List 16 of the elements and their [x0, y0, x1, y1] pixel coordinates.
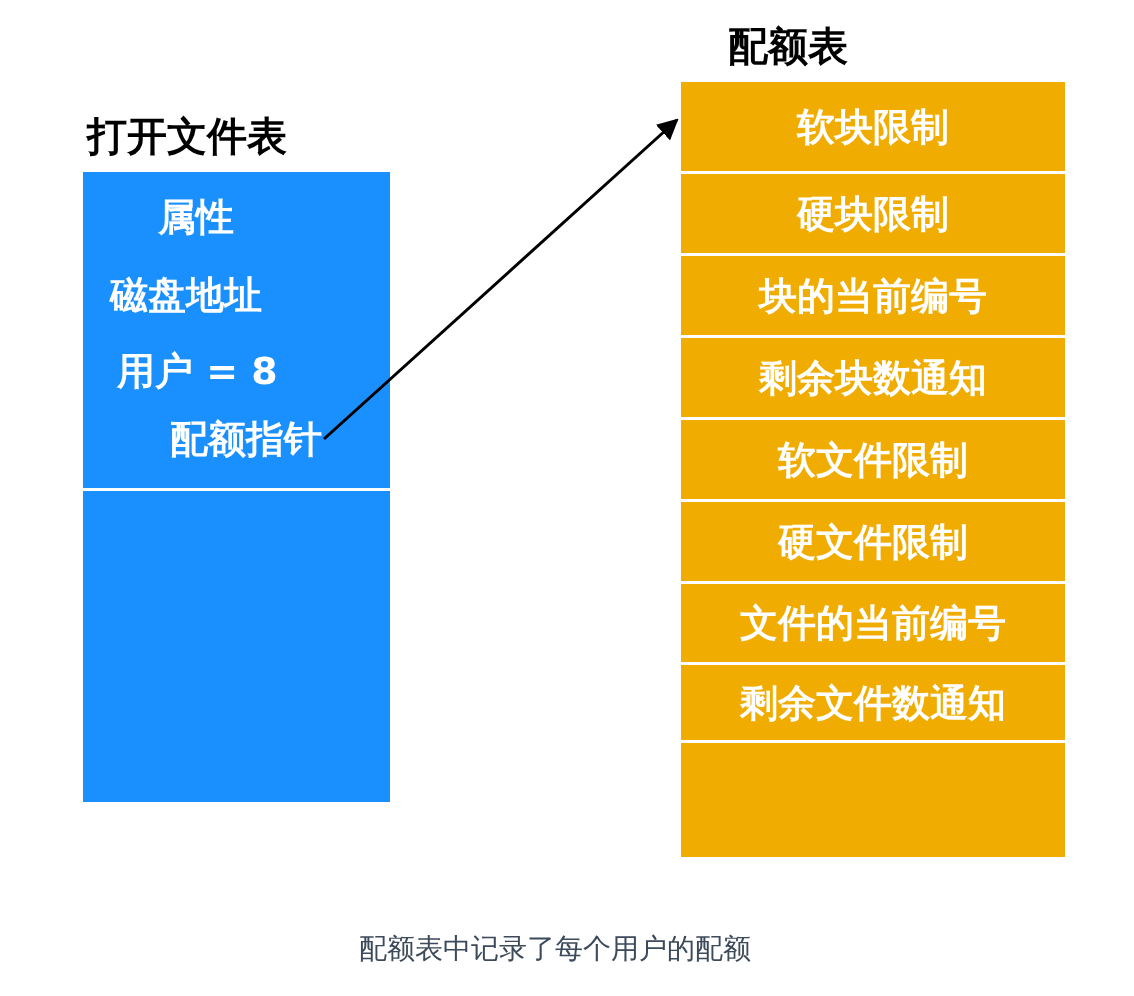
field-label: 磁盘地址 — [110, 272, 262, 318]
table-row: 文件的当前编号 — [681, 584, 1065, 665]
table-row: 软文件限制 — [681, 420, 1065, 502]
table-row: 硬文件限制 — [681, 502, 1065, 584]
field-label: 用户 = 8 — [117, 348, 278, 394]
table-row: 软块限制 — [681, 82, 1065, 174]
table-row: 剩余块数通知 — [681, 338, 1065, 420]
table-row: 硬块限制 — [681, 174, 1065, 256]
table-title: 配额表 — [728, 22, 848, 70]
arrow — [323, 118, 679, 441]
table-title: 打开文件表 — [87, 112, 287, 160]
field-label: 配额指针 — [170, 416, 322, 462]
caption: 配额表中记录了每个用户的配额 — [358, 931, 752, 967]
table-row: 剩余文件数通知 — [681, 665, 1065, 740]
field-label: 属性 — [158, 194, 234, 240]
table-row: 块的当前编号 — [681, 256, 1065, 338]
